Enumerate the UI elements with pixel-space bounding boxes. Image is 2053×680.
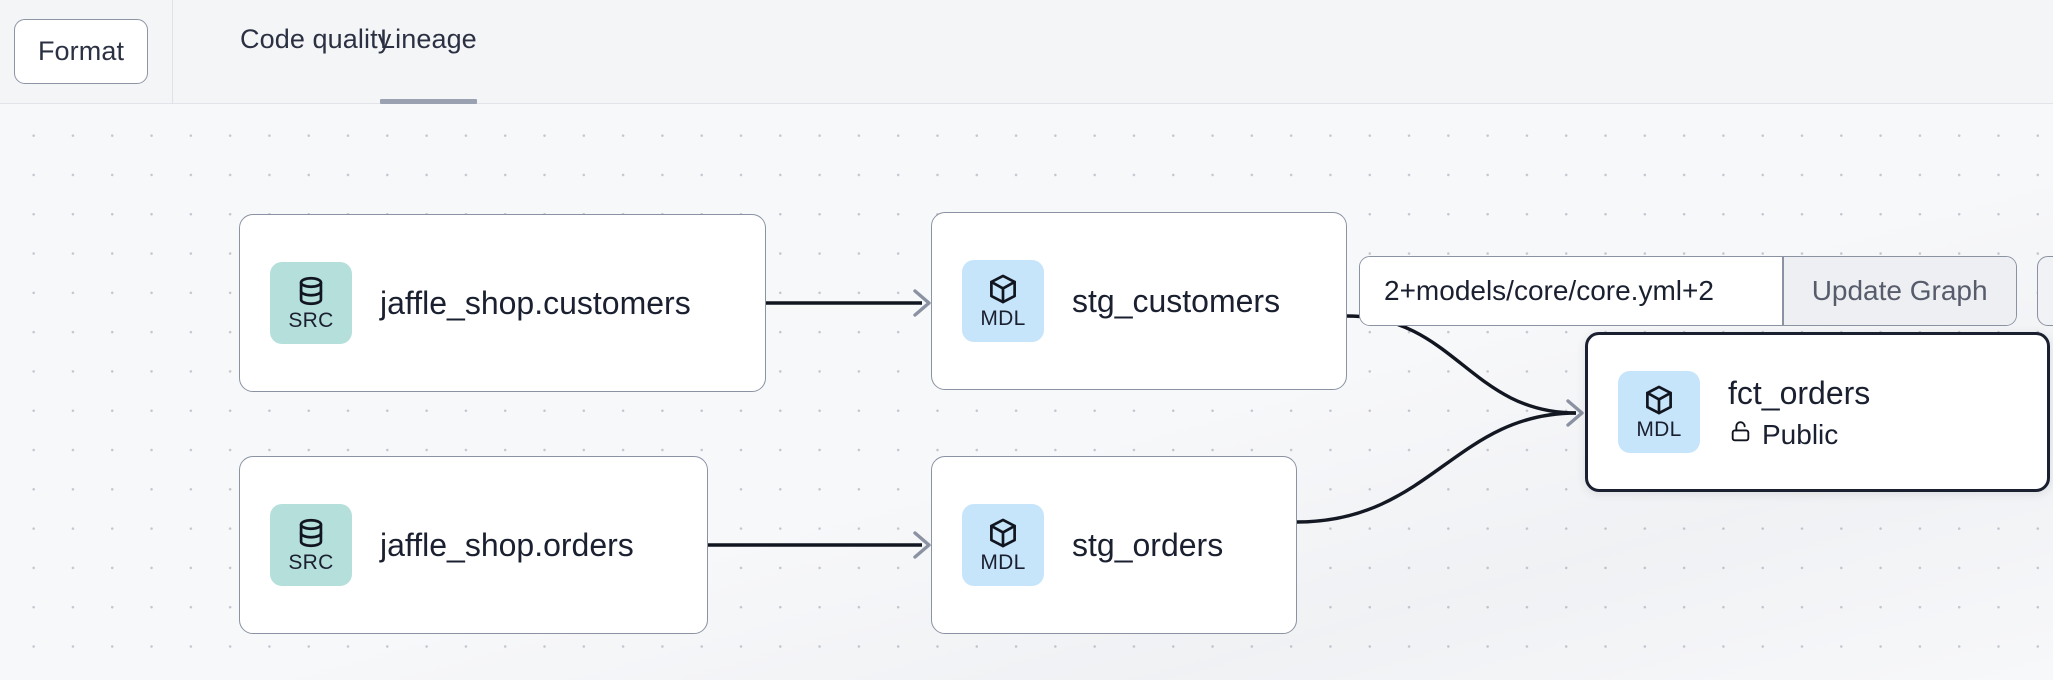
- node-body: stg_orders: [1072, 526, 1223, 564]
- node-badge-label: MDL: [980, 307, 1026, 330]
- offscreen-panel-edge[interactable]: [2037, 256, 2053, 326]
- node-badge-src: SRC: [270, 504, 352, 586]
- node-badge-label: SRC: [288, 309, 334, 332]
- node-body: fct_orders Public: [1728, 374, 1870, 451]
- node-title: stg_customers: [1072, 283, 1281, 319]
- node-badge-mdl: MDL: [962, 504, 1044, 586]
- unlock-icon: [1728, 419, 1753, 451]
- node-title: jaffle_shop.customers: [380, 285, 691, 321]
- cube-icon: [1642, 383, 1676, 417]
- graph-control-divider: [1782, 257, 1784, 325]
- arrowhead-stg-orders: [913, 531, 931, 559]
- node-title: jaffle_shop.orders: [380, 527, 634, 563]
- graph-selector-input[interactable]: [1360, 257, 1782, 325]
- lineage-node-fct-orders[interactable]: MDL fct_orders Public: [1585, 332, 2050, 492]
- node-access-label: Public: [1762, 418, 1839, 450]
- tab-code-quality-label: Code quality: [240, 24, 392, 54]
- node-body: stg_customers: [1072, 282, 1280, 320]
- database-icon: [294, 274, 328, 308]
- arrowhead-fct-orders: [1566, 399, 1584, 427]
- database-icon: [294, 516, 328, 550]
- node-badge-label: SRC: [288, 551, 334, 574]
- cube-icon: [986, 516, 1020, 550]
- node-body: jaffle_shop.customers: [380, 284, 691, 322]
- node-badge-label: MDL: [980, 551, 1026, 574]
- update-graph-button[interactable]: Update Graph: [1783, 257, 2016, 325]
- editor-toolbar: Format Code quality Lineage: [0, 0, 2053, 104]
- tab-active-underline: [380, 99, 477, 104]
- node-badge-mdl: MDL: [962, 260, 1044, 342]
- node-title: fct_orders: [1728, 374, 1871, 411]
- node-badge-src: SRC: [270, 262, 352, 344]
- format-button[interactable]: Format: [14, 19, 148, 84]
- node-title: stg_orders: [1072, 527, 1224, 563]
- arrowhead-stg-customers: [913, 289, 931, 317]
- graph-selector-control: Update Graph: [1359, 256, 2017, 326]
- node-badge-label: MDL: [1636, 418, 1682, 441]
- lineage-node-stg-orders[interactable]: MDL stg_orders: [931, 456, 1297, 634]
- lineage-node-jaffle-shop-orders[interactable]: SRC jaffle_shop.orders: [239, 456, 708, 634]
- lineage-node-stg-customers[interactable]: MDL stg_customers: [931, 212, 1347, 390]
- edge-stg-orders-to-fct-orders: [1296, 411, 1577, 524]
- tab-lineage[interactable]: Lineage: [380, 24, 477, 104]
- edge-stg-customers-to-fct-orders: [1346, 314, 1577, 415]
- tab-code-quality[interactable]: Code quality: [240, 24, 391, 104]
- cube-icon: [986, 272, 1020, 306]
- toolbar-divider: [172, 0, 173, 104]
- node-access-badge: Public: [1728, 419, 1870, 451]
- lineage-canvas[interactable]: SRC jaffle_shop.customers MDL stg_custo: [0, 104, 2053, 680]
- node-badge-mdl: MDL: [1618, 371, 1700, 453]
- lineage-node-jaffle-shop-customers[interactable]: SRC jaffle_shop.customers: [239, 214, 766, 392]
- tab-lineage-label: Lineage: [380, 24, 477, 54]
- node-body: jaffle_shop.orders: [380, 526, 634, 564]
